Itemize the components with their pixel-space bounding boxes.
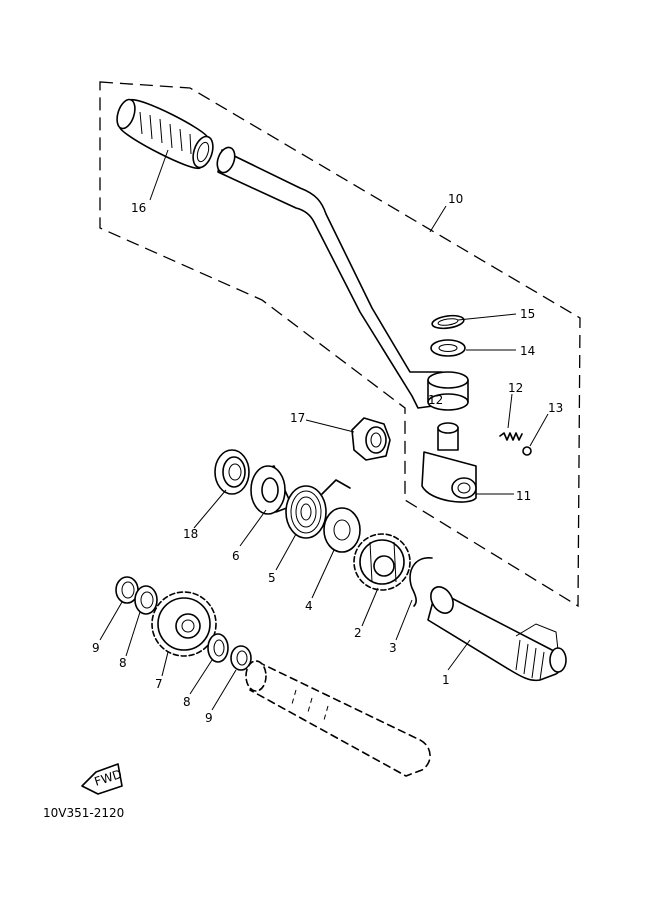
callout-18: 18	[183, 527, 198, 541]
callout-13: 13	[548, 401, 563, 415]
torsion-spring-5	[285, 479, 351, 539]
idle-gear-7	[151, 591, 217, 657]
nut-17	[351, 417, 391, 461]
callout-16: 16	[131, 201, 146, 215]
kick-crank-boss-11	[421, 422, 477, 503]
reference-shaft	[245, 660, 431, 777]
kick-axle-1	[427, 586, 567, 682]
callout-2: 2	[354, 626, 362, 640]
callout-10: 10	[448, 192, 463, 206]
drawing-number: 10V351-2120	[43, 806, 124, 820]
kick-lever-boss	[427, 371, 469, 411]
callout-3: 3	[389, 641, 397, 655]
callout-4: 4	[305, 599, 313, 613]
kick-grip-16	[116, 98, 214, 169]
washer-4	[323, 507, 361, 553]
leader-lines	[99, 149, 549, 711]
callout-7: 7	[155, 677, 163, 691]
circlip-15	[431, 314, 465, 330]
callout-6: 6	[232, 549, 240, 563]
washer-8-upper	[134, 585, 158, 615]
callout-15: 15	[520, 307, 535, 321]
callout-14: 14	[520, 344, 535, 358]
kick-pinion-gear-2	[353, 533, 411, 591]
callout-9-upper: 9	[92, 641, 100, 655]
callout-1: 1	[442, 673, 450, 687]
spring-guide-6	[250, 465, 293, 515]
washer-8-lower	[207, 633, 229, 663]
kick-lever-group-boundary	[99, 81, 581, 608]
washer-14	[430, 339, 466, 357]
oil-seal-18	[214, 449, 250, 495]
circlip-9-lower	[230, 645, 252, 671]
clip-3	[409, 557, 433, 607]
callout-17: 17	[290, 411, 305, 425]
callout-11: 11	[516, 489, 531, 503]
callout-5: 5	[268, 571, 276, 585]
kick-lever-10	[216, 146, 449, 409]
callout-8-lower: 8	[183, 695, 191, 709]
callout-9-lower: 9	[205, 711, 213, 725]
callout-12: 12	[508, 381, 523, 395]
callout-8-upper: 8	[119, 656, 127, 670]
ball-13	[522, 446, 532, 456]
boss-mark-12: 12	[428, 393, 443, 407]
spring-12	[499, 432, 523, 441]
fwd-arrow-icon: FWD	[81, 763, 124, 795]
